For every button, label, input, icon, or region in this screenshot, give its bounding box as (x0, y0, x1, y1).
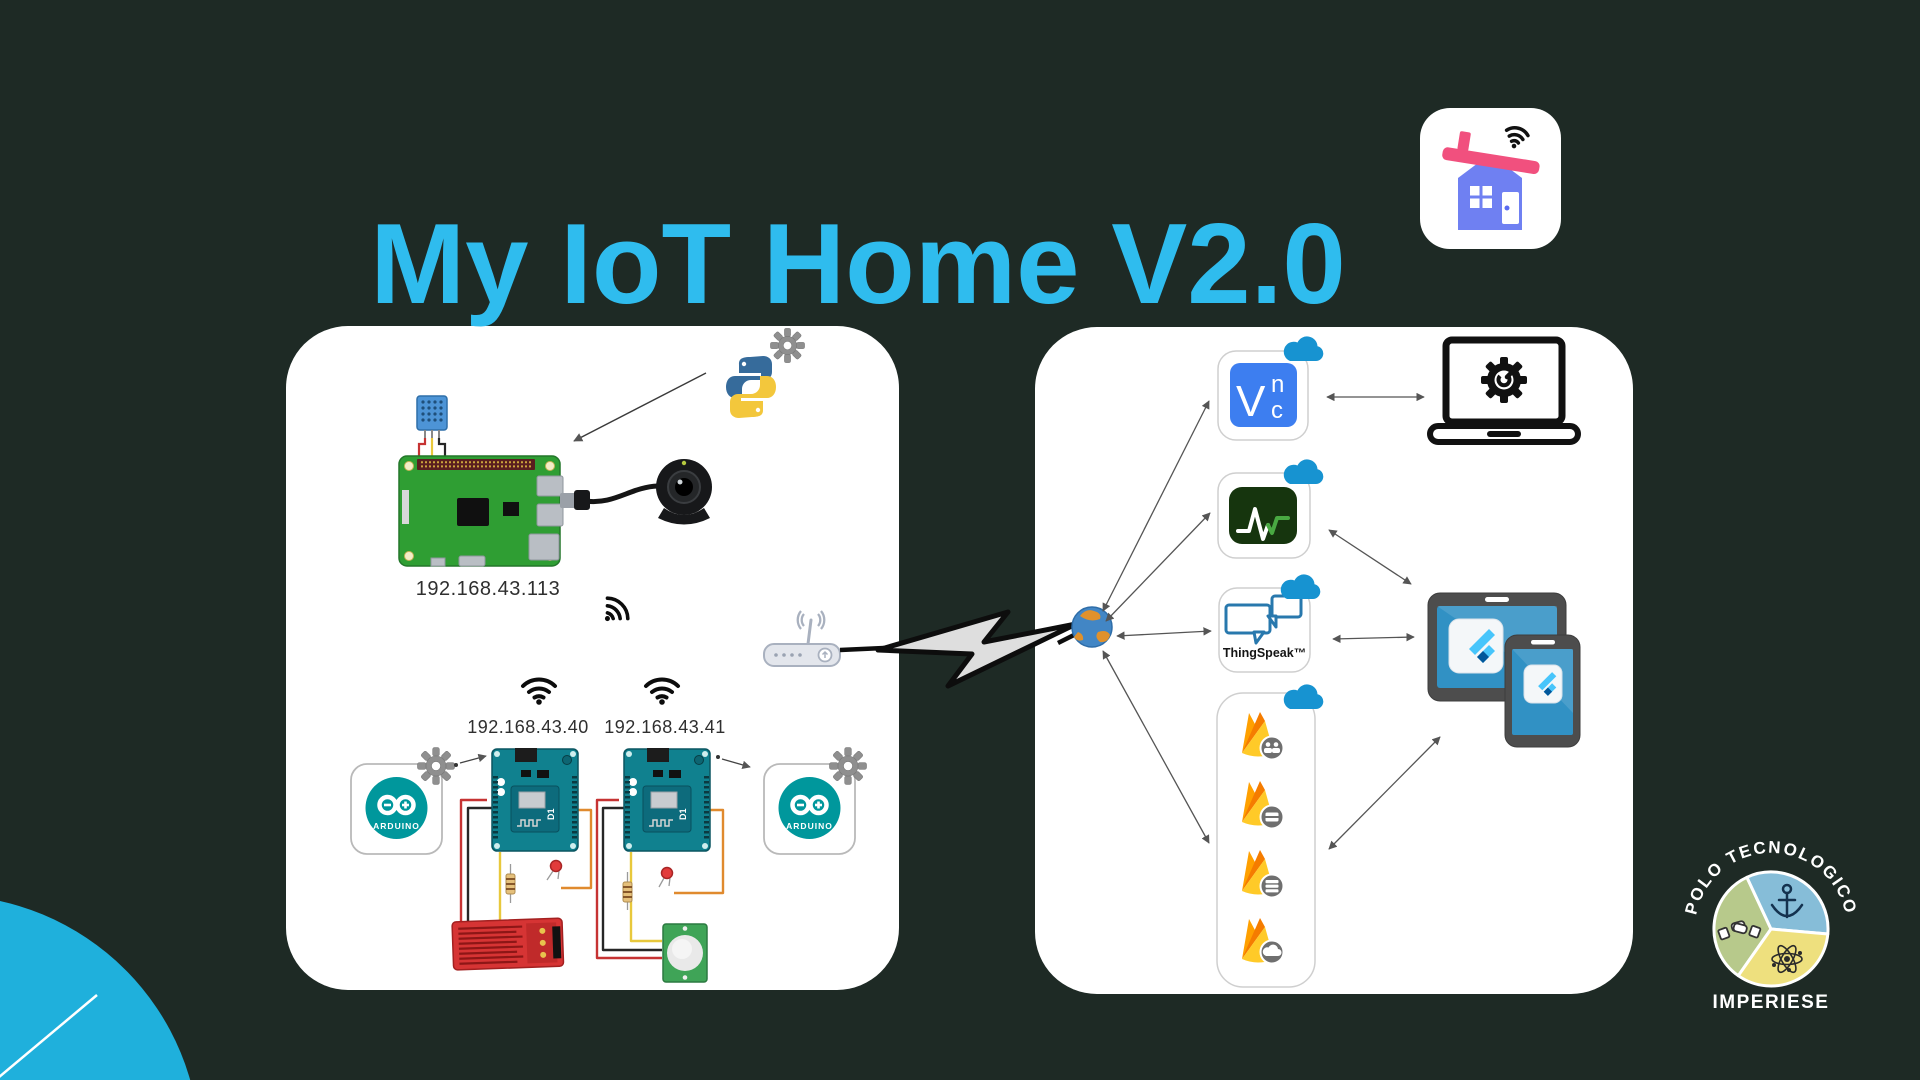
wifi-router-icon (763, 610, 841, 667)
cloud-icon (1283, 684, 1324, 709)
vnc-letter-n: n (1271, 371, 1284, 398)
thingspeak-label: ThingSpeak™ (1222, 646, 1307, 660)
wifi-icon (521, 677, 557, 705)
wifi-icon (644, 677, 680, 705)
internet-globe-icon (1071, 606, 1113, 648)
webcam-icon (560, 459, 712, 525)
house-icon (1442, 126, 1540, 230)
water-level-sensor-icon (451, 917, 565, 971)
handshake-icon (1717, 920, 1762, 941)
cloud-icon (1280, 574, 1321, 599)
dht11-wires (417, 438, 447, 457)
pir-motion-sensor-icon (662, 923, 708, 983)
wemos-d1-board (624, 748, 710, 851)
pi-to-python-arrow (573, 372, 707, 442)
raspberry-pi-board (398, 455, 564, 567)
raspberry-pi-ip: 192.168.43.113 (415, 578, 561, 600)
resistor-icon (622, 872, 633, 910)
wemos-d1-board (492, 748, 578, 851)
phone-icon (1504, 634, 1581, 748)
gear-icon (417, 747, 455, 785)
cloud-icon (1283, 459, 1324, 484)
firebase-cloud-badge (1259, 939, 1285, 965)
node2-ip: 192.168.43.41 (604, 717, 726, 737)
arduino-to-node-arrow (454, 753, 487, 767)
corner-accent-line (0, 994, 98, 1078)
atom-icon (1771, 944, 1803, 974)
firebase-stack (1216, 692, 1316, 988)
node1-ip: 192.168.43.40 (467, 717, 589, 737)
wifi-icon (593, 592, 634, 633)
vnc-viewer-icon: V n c (1217, 350, 1309, 441)
node-to-arduino-arrow (716, 755, 751, 769)
vnc-letter-v: V (1236, 377, 1266, 426)
dht11-sensor-icon (416, 395, 448, 438)
resistor-icon (505, 864, 516, 903)
pulse-monitor-app-icon (1217, 472, 1311, 559)
laptop-gear-icon (1427, 336, 1581, 445)
wifi-icon (1504, 126, 1530, 149)
cloud-connection-arrows (1102, 392, 1441, 850)
flutter-tablet-phone-icon (1427, 592, 1581, 748)
gear-icon (829, 747, 867, 785)
thingspeak-icon (1218, 587, 1311, 673)
firebase-database-badge (1259, 873, 1285, 899)
lightning-bolt-icon (839, 609, 1079, 689)
smart-home-wifi-app-icon (1420, 108, 1561, 249)
cloud-icon (1283, 336, 1324, 361)
gear-wrench-icon (1481, 357, 1527, 403)
firebase-storage-badge (1259, 804, 1285, 830)
page-title: My IoT Home V2.0 (370, 201, 1346, 329)
vnc-letter-c: c (1271, 397, 1283, 424)
anchor-icon (1770, 883, 1804, 919)
led-icon (546, 859, 563, 881)
python-icon (726, 356, 776, 418)
firebase-auth-badge (1259, 735, 1285, 761)
polo-tecnologico-imperiese-logo: POLO TECNOLOGICO (1681, 838, 1858, 1013)
logo-name: IMPERIESE (1713, 992, 1830, 1013)
led-icon (658, 866, 674, 888)
gear-icon (770, 328, 805, 363)
